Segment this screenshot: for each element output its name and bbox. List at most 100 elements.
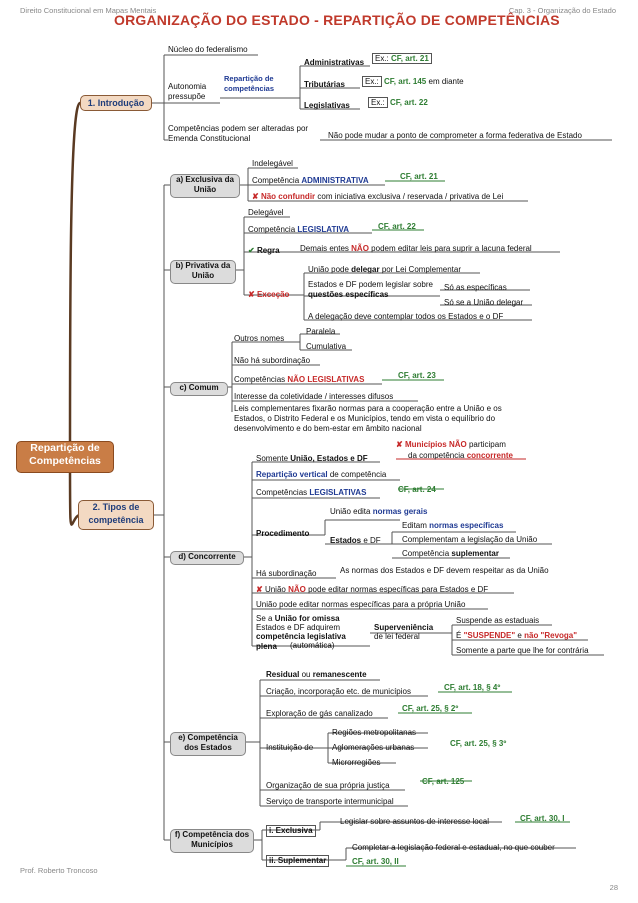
d-comp-leg: competência legislativa plena — [256, 632, 346, 651]
node-f: f) Competência dos Municípios — [170, 829, 254, 853]
b-estados-label: Estados e DF podem legislar sobre — [308, 280, 433, 289]
d-uniao-nao3: pode editar normas específicas para Esta… — [308, 585, 489, 594]
e-org-ref: CF, art. 125 — [422, 777, 465, 786]
d-municipios-label: Municípios — [404, 440, 447, 449]
b-regra-txt2: podem editar leis para suprir a lacuna f… — [371, 244, 532, 253]
b-regra-txt1: Demais entes — [300, 244, 349, 253]
d-da-comp-label: da competência — [408, 451, 465, 460]
d-complementam: Complementam a legislação da União — [402, 535, 538, 544]
d-rep-vert: Repartição vertical de competência — [256, 470, 386, 480]
a-ref: CF, art. 21 — [400, 172, 438, 181]
c-outros: Outros nomes — [234, 334, 285, 343]
d-se-uniao-bold: União for omissa — [274, 614, 340, 623]
d-ha-sub-tail: As normas dos Estados e DF devem respeit… — [340, 566, 549, 575]
d-somente-bold: União, Estados e DF — [290, 454, 368, 463]
e-ou: ou — [301, 670, 311, 679]
d-comp-bold: LEGISLATIVAS — [309, 488, 367, 497]
d-sus-bold: "SUSPENDE" — [463, 631, 516, 640]
f-sup-txt: Completar a legislação federal e estadua… — [352, 843, 555, 852]
f-sup: ii. Suplementar — [266, 855, 330, 867]
e-micro: Microrregiões — [332, 758, 381, 767]
b-ref: CF, art. 22 — [378, 222, 416, 231]
c-comp-label: Competências — [234, 375, 286, 384]
e-residual: Residual ou remanescente — [266, 670, 367, 680]
b-delegavel: Delegável — [248, 208, 284, 217]
admin-ref-value: CF, art. 21 — [391, 54, 429, 63]
b-delegar: delegar — [351, 265, 380, 274]
d-somente-label: Somente — [256, 454, 289, 463]
d-procedimento: Procedimento — [256, 529, 310, 538]
legis-ref: Ex.: CF, art. 22 — [368, 97, 428, 108]
legis-text: Legislativas — [304, 101, 350, 110]
d-revoga: não "Revoga" — [524, 631, 578, 640]
reparticao-text: Repartição de competências — [224, 74, 275, 93]
d-estados-label: Estados — [330, 536, 362, 545]
header-left: Direito Constitucional em Mapas Mentais — [20, 6, 157, 15]
b-uniao-tail: por Lei Complementar — [381, 265, 462, 274]
e-gas: Exploração de gás canalizado — [266, 709, 373, 718]
admin-text: Administrativas — [304, 58, 365, 67]
b-comp: Competência LEGISLATIVA — [248, 225, 349, 235]
a-comp: Competência ADMINISTRATIVA — [252, 176, 369, 186]
b-delegacao: A delegação deve contemplar todos os Est… — [308, 312, 504, 321]
d-editam: Editam normas específicas — [402, 521, 503, 531]
trib-text: Tributárias — [304, 80, 345, 89]
b-uniao-pode-label: União pode — [308, 265, 349, 274]
c-paralela: Paralela — [306, 327, 336, 336]
f-excl-txt: Legislar sobre assuntos de interesse loc… — [340, 817, 489, 826]
c-nao-sub: Não há subordinação — [234, 356, 311, 365]
d-somente: Somente União, Estados e DF — [256, 454, 368, 464]
e-instituicao: Instituição de — [266, 743, 314, 752]
b-excecao: ✘ Exceção — [248, 290, 290, 299]
d-da-comp: da competência concorrente — [408, 451, 513, 461]
nucleo-text: Núcleo do federalismo — [168, 45, 248, 54]
f-excl: i. Exclusiva — [266, 825, 316, 837]
d-ref: CF, art. 24 — [398, 485, 436, 494]
tipos-node: 2. Tipos de competência — [78, 500, 154, 530]
admin-ref: Ex.: CF, art. 21 — [372, 53, 432, 64]
e-inst-ref: CF, art. 25, § 3º — [450, 739, 507, 748]
root-label: Repartição de Competências — [29, 442, 101, 467]
page-title: ORGANIZAÇÃO DO ESTADO - REPARTIÇÃO DE CO… — [114, 12, 560, 28]
e-gas-ref: CF, art. 25, § 2º — [402, 704, 459, 713]
d-e-suspende: É "SUSPENDE" e não "Revoga" — [456, 631, 577, 641]
intro-node: 1. Introdução — [80, 95, 152, 111]
d-uniao-nao2: NÃO — [288, 585, 306, 594]
b-regra-label: Regra — [256, 246, 280, 255]
d-estados: Estados e DF — [330, 536, 381, 546]
e-aglom: Aglomerações urbanas — [332, 743, 415, 752]
d-uniao-edita-label: União edita — [330, 507, 371, 516]
root-node: Repartição de Competências — [16, 441, 114, 473]
b-questoes: questões específicas — [308, 290, 389, 299]
b-regra-text: Demais entes NÃO podem editar leis para … — [300, 244, 532, 254]
b-estados-df: Estados e DF podem legislar sobre questõ… — [308, 280, 438, 300]
d-editam-label: Editam — [402, 521, 427, 530]
autonomia-text: Autonomia pressupõe — [168, 82, 207, 101]
e-remanescente: remanescente — [312, 670, 367, 679]
d-somente-parte: Somente a parte que lhe for contrária — [456, 646, 589, 655]
alteradas-text: Competências podem ser alteradas por Eme… — [168, 124, 309, 143]
a-comp-bold: ADMINISTRATIVA — [301, 176, 369, 185]
node-b: b) Privativa da União — [170, 260, 236, 284]
d-uniao-edita: União edita normas gerais — [330, 507, 427, 517]
d-e-df: e DF — [363, 536, 381, 545]
a-nao-tail: com iniciativa exclusiva / reservada / p… — [317, 192, 504, 201]
b-comp-bold: LEGISLATIVA — [297, 225, 350, 234]
page-number: 28 — [609, 883, 618, 892]
c-leis: Leis complementares fixarão normas para … — [234, 404, 502, 433]
ex-label: Ex.: — [365, 77, 379, 86]
d-mun-nao: NÃO — [448, 440, 467, 449]
c-comp-bold: NÃO LEGISLATIVAS — [287, 375, 365, 384]
c-ref: CF, art. 23 — [398, 371, 436, 380]
ex-label: Ex.: — [375, 54, 389, 63]
d-normas-gerais: normas gerais — [372, 507, 428, 516]
d-concorrente: concorrente — [466, 451, 513, 460]
e-criacao-ref: CF, art. 18, § 4º — [444, 683, 501, 692]
d-automatica: (automática) — [290, 641, 335, 650]
d-se-uniao: Se a União for omissa — [256, 614, 340, 624]
node-a: a) Exclusiva da União — [170, 174, 240, 198]
c-cumulativa: Cumulativa — [306, 342, 347, 351]
c-comp: Competências NÃO LEGISLATIVAS — [234, 375, 364, 385]
b-uniao-pode: União pode delegar por Lei Complementar — [308, 265, 461, 275]
